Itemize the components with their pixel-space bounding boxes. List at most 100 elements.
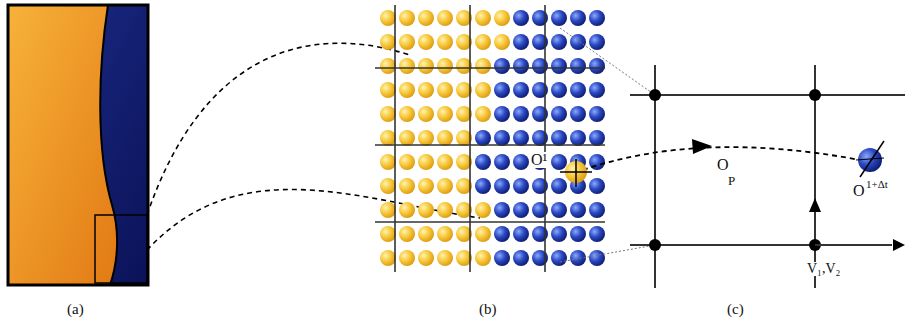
particle — [399, 154, 415, 170]
particle — [589, 106, 605, 122]
particle — [589, 10, 605, 26]
particle — [494, 106, 510, 122]
particle — [475, 58, 491, 74]
particle — [380, 178, 396, 194]
trajectory-arrowhead — [692, 139, 712, 154]
particle — [551, 58, 567, 74]
particle — [437, 178, 453, 194]
particle — [399, 106, 415, 122]
particle — [418, 226, 434, 242]
particle — [475, 82, 491, 98]
particle — [494, 82, 510, 98]
particle — [418, 154, 434, 170]
panel-label: (b) — [478, 302, 498, 317]
particle — [570, 106, 586, 122]
particle — [570, 10, 586, 26]
particle — [494, 58, 510, 74]
particle — [551, 34, 567, 50]
particle — [494, 202, 510, 218]
particle — [494, 130, 510, 146]
particle — [494, 34, 510, 50]
particle — [570, 58, 586, 74]
particle — [437, 226, 453, 242]
particle — [513, 130, 529, 146]
particle — [513, 154, 529, 170]
particle — [399, 58, 415, 74]
particle — [380, 226, 396, 242]
particle — [399, 250, 415, 266]
particle — [437, 10, 453, 26]
particle — [513, 250, 529, 266]
particle — [399, 202, 415, 218]
particle — [380, 250, 396, 266]
symbol-label: P — [727, 174, 736, 187]
particle — [570, 82, 586, 98]
particle — [418, 250, 434, 266]
particle — [570, 202, 586, 218]
particle-start — [560, 159, 592, 187]
particle — [399, 34, 415, 50]
particle-end — [856, 141, 884, 177]
zoom-line — [560, 245, 655, 262]
particle — [494, 154, 510, 170]
particle — [551, 202, 567, 218]
particle — [437, 250, 453, 266]
particle — [570, 226, 586, 242]
particle — [551, 82, 567, 98]
particle — [380, 10, 396, 26]
particle — [551, 10, 567, 26]
particle — [399, 82, 415, 98]
particle — [494, 226, 510, 242]
particle — [589, 226, 605, 242]
particle — [475, 202, 491, 218]
particle — [513, 202, 529, 218]
particle — [494, 250, 510, 266]
particle — [437, 58, 453, 74]
particle — [589, 178, 605, 194]
particle — [494, 178, 510, 194]
particle — [570, 34, 586, 50]
grid-lines — [375, 5, 605, 272]
particle — [551, 154, 567, 170]
particle — [513, 106, 529, 122]
particle — [399, 178, 415, 194]
symbol-label: O¹ — [530, 152, 548, 168]
particle — [589, 130, 605, 146]
particle — [418, 202, 434, 218]
particle — [437, 82, 453, 98]
particle — [513, 226, 529, 242]
particle — [418, 82, 434, 98]
panel-label: (c) — [726, 302, 745, 317]
particle — [551, 106, 567, 122]
particle — [399, 226, 415, 242]
particle — [380, 58, 396, 74]
particle — [589, 154, 605, 170]
particle — [475, 10, 491, 26]
symbol-label: V₁,V₂ — [806, 262, 841, 276]
particle — [513, 178, 529, 194]
particle — [418, 10, 434, 26]
particle-lattice — [380, 10, 605, 266]
domain-panel — [8, 5, 148, 285]
particle — [399, 10, 415, 26]
particle — [380, 106, 396, 122]
velocity-arrows — [809, 198, 905, 251]
panel-label: (a) — [66, 302, 85, 317]
particle — [380, 202, 396, 218]
particle — [513, 58, 529, 74]
particle — [589, 82, 605, 98]
particle — [380, 130, 396, 146]
particle — [589, 250, 605, 266]
zoom-line — [560, 28, 655, 95]
particle — [513, 34, 529, 50]
symbol-label: O — [852, 183, 866, 199]
particle — [418, 58, 434, 74]
particle — [475, 226, 491, 242]
grid-cell — [630, 65, 905, 288]
particle — [551, 226, 567, 242]
particle — [437, 34, 453, 50]
particle — [437, 202, 453, 218]
symbol-label: 1+Δt — [865, 179, 889, 190]
particle — [589, 202, 605, 218]
